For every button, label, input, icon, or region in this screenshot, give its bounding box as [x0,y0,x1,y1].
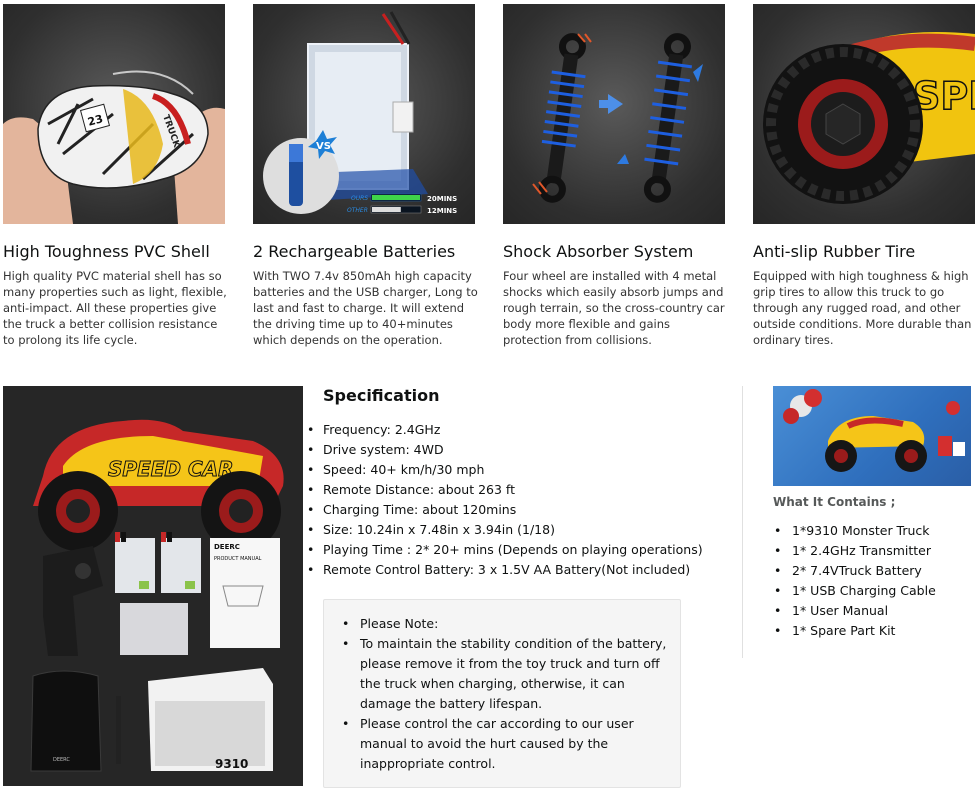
shell-speed-text: SPE [913,74,975,118]
contents-item: 1* 2.4GHz Transmitter [774,541,936,561]
spec-item: Remote Distance: about 263 ft [307,480,703,500]
ours-time: 20MINS [427,195,457,203]
gift-box-icon [953,442,965,456]
gift-box-icon [938,436,952,456]
spec-item: Drive system: 4WD [307,440,703,460]
contents-heading: What It Contains ; [773,495,896,509]
shock-right-icon [643,33,693,203]
truck-speed-car-text: SPEED CAR [108,457,234,481]
note-item: To maintain the stability condition of t… [342,634,672,714]
note-item: Please control the car according to our … [342,714,672,774]
other-label: OTHER [347,207,368,214]
package-illustration: SPEED CAR DEERC PRODUCT MANUAL DEERC 931… [30,419,284,772]
balloon-icon [946,401,960,415]
shock-left-icon [538,33,586,203]
spec-item: Playing Time : 2* 20+ mins (Depends on p… [307,540,703,560]
shocks-image [503,4,725,224]
spec-item: Remote Control Battery: 3 x 1.5V AA Batt… [307,560,703,580]
feature-description: Four wheel are installed with 4 metal sh… [503,269,725,347]
product-manual-icon [210,538,280,648]
vs-label: VS [316,141,331,152]
contents-item: 1* USB Charging Cable [774,581,936,601]
feature-description: High quality PVC material shell has so m… [3,269,227,347]
battery-note-box: Please Note: To maintain the stability c… [323,599,681,788]
truck-number-label: 23 [86,112,104,129]
ours-label: OURS [351,195,368,202]
specification-heading: Specification [323,386,440,405]
manual-brand: DEERC [214,543,240,551]
transmitter-icon [43,546,103,656]
contents-item: 1* User Manual [774,601,936,621]
contents-item: 1* Spare Part Kit [774,621,936,641]
box-model-number: 9310 [215,757,248,771]
spec-item: Size: 10.24in x 7.48in x 3.94in (1/18) [307,520,703,540]
tool-icon [116,696,121,764]
note-item: Please Note: [342,614,672,634]
contents-image [773,386,971,486]
spec-item: Frequency: 2.4GHz [307,420,703,440]
pvc-shell-image: 23 TRUCK [3,4,225,224]
batteries-illustration: VS OURS 20MINS OTHER 12MINS [263,11,457,215]
feature-description: Equipped with high toughness & high grip… [753,269,972,347]
other-time: 12MINS [427,207,457,215]
usb-cable-bag-icon [120,603,188,655]
feature-description: With TWO 7.4v 850mAh high capacity batte… [253,269,478,347]
contents-item: 2* 7.4VTruck Battery [774,561,936,581]
vs-burst-icon [308,130,337,159]
pvc-shell-illustration: 23 TRUCK [3,70,225,224]
spec-item: Charging Time: about 120mins [307,500,703,520]
other-level-bar [372,207,401,212]
tires-image: SPE [753,4,975,224]
balloon-icon [783,408,799,424]
column-divider [742,386,743,658]
feature-title: 2 Rechargeable Batteries [253,242,456,261]
feature-title: Shock Absorber System [503,242,694,261]
tires-illustration: SPE [763,32,975,204]
specification-list: Frequency: 2.4GHz Drive system: 4WD Spee… [307,420,703,580]
arrow-right-icon [608,94,623,114]
bag-brand: DEERC [53,757,70,763]
contents-item: 1*9310 Monster Truck [774,521,936,541]
ours-level-bar [372,195,420,200]
contents-list: 1*9310 Monster Truck 1* 2.4GHz Transmitt… [774,521,936,641]
shocks-illustration [532,33,703,203]
batteries-image: VS OURS 20MINS OTHER 12MINS [253,4,475,224]
note-list: Please Note: To maintain the stability c… [342,614,672,774]
contents-illustration [783,389,965,472]
feature-title: High Toughness PVC Shell [3,242,210,261]
manual-title: PRODUCT MANUAL [214,556,262,562]
package-contents-image: SPEED CAR DEERC PRODUCT MANUAL DEERC 931… [3,386,303,786]
balloon-icon [804,389,822,407]
feature-title: Anti-slip Rubber Tire [753,242,916,261]
drawstring-bag-icon [30,670,102,772]
spec-item: Speed: 40+ km/h/30 mph [307,460,703,480]
